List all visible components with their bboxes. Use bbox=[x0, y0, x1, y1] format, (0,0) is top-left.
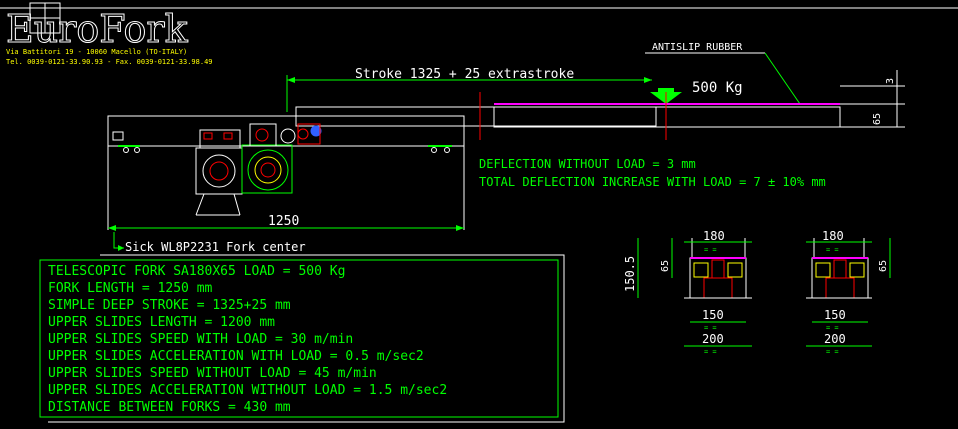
sensor-circle-blue bbox=[310, 125, 322, 137]
load-arrow-stem bbox=[658, 88, 674, 94]
spec-line: UPPER SLIDES ACCELERATION WITHOUT LOAD =… bbox=[48, 383, 447, 398]
spec-line: UPPER SLIDES ACCELERATION WITH LOAD = 0.… bbox=[48, 349, 424, 364]
deflection-no-load: DEFLECTION WITHOUT LOAD = 3 mm bbox=[479, 157, 696, 171]
pulley-circle bbox=[255, 128, 269, 142]
sl-base-width: 200 bbox=[702, 332, 724, 346]
sr-top-marks: = = bbox=[826, 246, 839, 254]
motor-top bbox=[199, 129, 241, 149]
fork-length-arrow-left bbox=[108, 225, 116, 231]
spec-line: UPPER SLIDES SPEED WITH LOAD = 30 m/min bbox=[48, 332, 353, 347]
fork-base-body bbox=[107, 115, 465, 147]
antislip-leader bbox=[764, 52, 801, 105]
sl-lower bbox=[703, 277, 733, 299]
motor-inner-circle bbox=[209, 161, 229, 181]
deflection-increase: TOTAL DEFLECTION INCREASE WITH LOAD = 7 … bbox=[479, 175, 826, 189]
dim-65-label: 65 bbox=[872, 113, 883, 125]
sr-inner-marks: = = bbox=[826, 324, 839, 332]
sl-inner-marks: = = bbox=[704, 324, 717, 332]
logo-phone: Tel. 0039-0121-33.90.93 - Fax. 0039-0121… bbox=[6, 58, 213, 66]
fork-length-dim-label: 1250 bbox=[268, 214, 299, 229]
sick-leader-arrow bbox=[118, 245, 124, 251]
sl-roller-2 bbox=[727, 262, 743, 278]
sl-top-marks: = = bbox=[704, 246, 717, 254]
sl-height-total: 150.5 bbox=[623, 256, 637, 292]
spec-line: DISTANCE BETWEEN FORKS = 430 mm bbox=[48, 400, 291, 415]
eurofork-logo: EuroFork Via Battitori 19 - 10060 Macell… bbox=[6, 2, 213, 66]
logo-address: Via Battitori 19 - 10060 Macello (TO-ITA… bbox=[6, 48, 187, 56]
specs-box bbox=[39, 259, 559, 418]
motor-top-detail-2 bbox=[223, 132, 233, 140]
section-right: 180 = = 65 150 = = 200 = = bbox=[806, 229, 891, 356]
dim-3-label: 3 bbox=[885, 78, 896, 84]
fork-middle-slide bbox=[295, 106, 657, 127]
motor-top-detail-1 bbox=[203, 132, 213, 140]
fork-bolt-1 bbox=[123, 147, 129, 153]
motor-leg-2 bbox=[233, 193, 241, 216]
idler-circle bbox=[280, 128, 296, 144]
load-label: 500 Kg bbox=[692, 80, 743, 96]
fork-end-bracket bbox=[112, 131, 124, 141]
antislip-label: ANTISLIP RUBBER bbox=[652, 42, 743, 53]
gearbox-core bbox=[260, 162, 276, 178]
motor-circle bbox=[202, 154, 236, 188]
sr-roller-1 bbox=[815, 262, 831, 278]
fork-bolt-4 bbox=[444, 147, 450, 153]
sl-base-marks: = = bbox=[704, 348, 717, 356]
sick-label: Sick WL8P2231 Fork center bbox=[125, 240, 306, 254]
stroke-arrow-left bbox=[287, 77, 295, 83]
specs-list: TELESCOPIC FORK SA180X65 LOAD = 500 Kg FO… bbox=[48, 264, 447, 415]
spec-line: UPPER SLIDES SPEED WITHOUT LOAD = 45 m/m… bbox=[48, 366, 377, 381]
gearbox-inner bbox=[254, 156, 282, 184]
fork-bolt-3 bbox=[431, 147, 437, 153]
sr-center bbox=[833, 259, 847, 279]
sr-base-width: 200 bbox=[824, 332, 846, 346]
stroke-label: Stroke 1325 + 25 extrastroke bbox=[355, 67, 574, 82]
sr-roller-2 bbox=[849, 262, 865, 278]
sr-lower bbox=[825, 277, 855, 299]
sr-h65: 65 bbox=[878, 260, 889, 272]
spec-line: FORK LENGTH = 1250 mm bbox=[48, 281, 213, 296]
sensor-bracket bbox=[297, 123, 321, 145]
sr-inner-width: 150 bbox=[824, 308, 846, 322]
sr-base-marks: = = bbox=[826, 348, 839, 356]
gearbox-circle bbox=[247, 149, 289, 191]
specs-box-shadow bbox=[48, 254, 565, 423]
fork-upper-slide bbox=[493, 106, 841, 128]
gearbox-box bbox=[241, 144, 293, 194]
fork-bolt-2 bbox=[134, 147, 140, 153]
stroke-arrow-right bbox=[644, 77, 652, 83]
logo-text: EuroFork bbox=[6, 7, 189, 51]
section-left: 180 = = 65 150.5 150 = = 200 = = bbox=[623, 229, 752, 356]
fork-side-view bbox=[107, 92, 841, 230]
sl-inner-width: 150 bbox=[702, 308, 724, 322]
drive-motor-assembly bbox=[195, 123, 322, 216]
sr-top-width: 180 bbox=[822, 229, 844, 243]
sl-h65: 65 bbox=[660, 260, 671, 272]
spec-line: UPPER SLIDES LENGTH = 1200 mm bbox=[48, 315, 275, 330]
motor-leg-1 bbox=[195, 193, 205, 216]
pulley-box bbox=[249, 123, 277, 147]
sl-top-width: 180 bbox=[703, 229, 725, 243]
sl-roller-1 bbox=[693, 262, 709, 278]
sl-center bbox=[711, 259, 725, 279]
sensor-circle-red bbox=[297, 128, 309, 140]
fork-length-arrow-right bbox=[456, 225, 464, 231]
spec-line: TELESCOPIC FORK SA180X65 LOAD = 500 Kg bbox=[48, 264, 345, 279]
spec-line: SIMPLE DEEP STROKE = 1325+25 mm bbox=[48, 298, 291, 313]
